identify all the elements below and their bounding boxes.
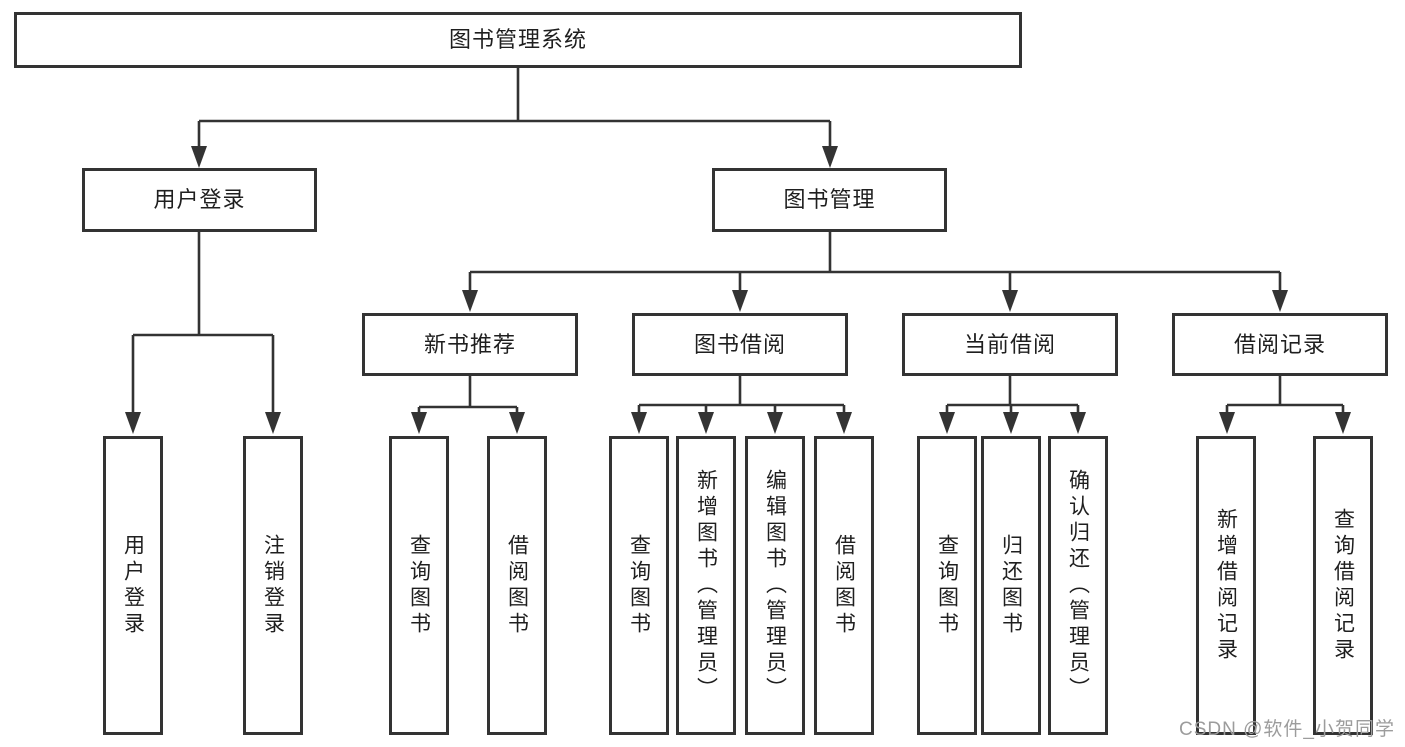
leaf-query-book-borrow-label: 查询图书 [627,533,651,638]
leaf-query-book-borrow: 查询图书 [609,436,669,735]
leaf-borrow-book-label: 借阅图书 [832,533,856,638]
node-book-management: 图书管理 [712,168,947,232]
leaf-confirm-return-admin: 确认归还（管理员） [1048,436,1108,735]
node-new-book-recommend: 新书推荐 [362,313,578,376]
leaf-return-book: 归还图书 [981,436,1041,735]
node-new-book-recommend-label: 新书推荐 [423,331,516,357]
node-borrow-records-label: 借阅记录 [1233,331,1326,357]
node-current-borrow: 当前借阅 [902,313,1118,376]
leaf-add-borrow-record: 新增借阅记录 [1196,436,1256,735]
leaf-return-book-label: 归还图书 [999,533,1023,638]
leaf-add-book-admin-label: 新增图书（管理员） [694,468,718,703]
leaf-borrow-book-recommend-label: 借阅图书 [505,533,529,638]
leaf-logout: 注销登录 [243,436,303,735]
leaf-edit-book-admin: 编辑图书（管理员） [745,436,805,735]
leaf-edit-book-admin-label: 编辑图书（管理员） [763,468,787,703]
leaf-query-book-current-label: 查询图书 [935,533,959,638]
leaf-add-book-admin: 新增图书（管理员） [676,436,736,735]
watermark: CSDN @软件_小贺同学 [1179,719,1395,740]
node-book-management-label: 图书管理 [783,187,876,212]
node-book-borrow-label: 图书借阅 [693,331,786,357]
leaf-user-login-label: 用户登录 [121,533,145,638]
leaf-query-borrow-record-label: 查询借阅记录 [1331,507,1355,664]
leaf-borrow-book: 借阅图书 [814,436,874,735]
node-user-login: 用户登录 [82,168,317,232]
leaf-user-login: 用户登录 [103,436,163,735]
leaf-logout-label: 注销登录 [261,533,285,638]
node-user-login-label: 用户登录 [153,187,246,212]
leaf-add-borrow-record-label: 新增借阅记录 [1214,507,1238,664]
leaf-query-book-recommend: 查询图书 [389,436,449,735]
node-current-borrow-label: 当前借阅 [963,331,1056,357]
node-root-label: 图书管理系统 [448,27,587,52]
node-borrow-records: 借阅记录 [1172,313,1388,376]
node-book-borrow: 图书借阅 [632,313,848,376]
leaf-query-book-recommend-label: 查询图书 [407,533,431,638]
leaf-query-book-current: 查询图书 [917,436,977,735]
leaf-query-borrow-record: 查询借阅记录 [1313,436,1373,735]
leaf-borrow-book-recommend: 借阅图书 [487,436,547,735]
leaf-confirm-return-admin-label: 确认归还（管理员） [1066,468,1090,703]
node-root: 图书管理系统 [14,12,1022,68]
